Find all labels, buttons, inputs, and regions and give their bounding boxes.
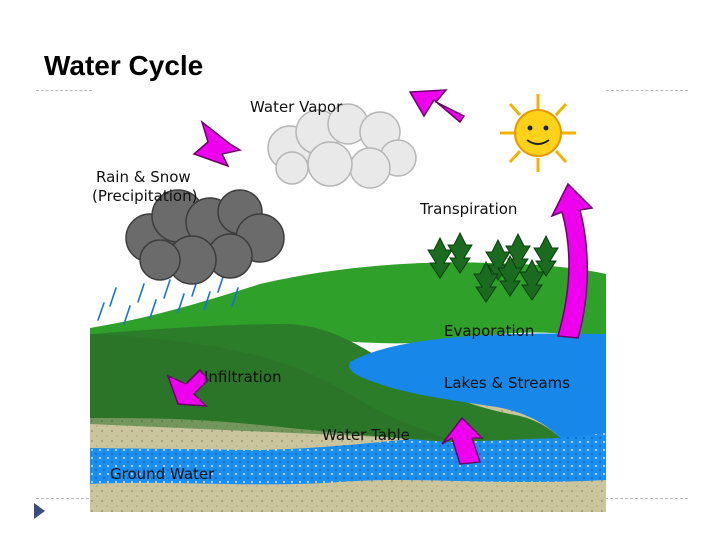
label-evaporation: Evaporation xyxy=(444,322,534,340)
upper-hill xyxy=(90,262,606,344)
label-water-vapor: Water Vapor xyxy=(250,98,343,116)
lake-water xyxy=(349,333,606,438)
label-water-table: Water Table xyxy=(322,426,410,444)
water-cycle-diagram: Water Vapor Rain & Snow (Precipitation) … xyxy=(90,89,606,512)
title-divider-left xyxy=(36,90,92,91)
label-transpiration: Transpiration xyxy=(419,200,517,218)
nav-arrow-icon[interactable] xyxy=(34,503,45,519)
title-divider-right xyxy=(606,90,688,91)
sun-icon xyxy=(500,94,576,172)
ground-layers xyxy=(90,262,606,512)
rain-cloud-icon xyxy=(125,189,285,285)
vapor-cloud-icon xyxy=(267,103,417,189)
arrow-icon xyxy=(166,89,594,465)
label-lakes-streams: Lakes & Streams xyxy=(444,374,570,392)
tree-icon xyxy=(427,231,559,303)
dark-infiltration-zone xyxy=(90,334,450,440)
slide-title: Water Cycle xyxy=(44,50,204,81)
label-rain-snow: Rain & Snow xyxy=(96,168,191,186)
ground-water xyxy=(90,433,606,485)
label-precipitation: (Precipitation) xyxy=(92,187,197,205)
rain-streaks xyxy=(97,273,239,325)
label-infiltration: Infiltration xyxy=(204,368,282,386)
label-ground-water: Ground Water xyxy=(110,465,215,483)
